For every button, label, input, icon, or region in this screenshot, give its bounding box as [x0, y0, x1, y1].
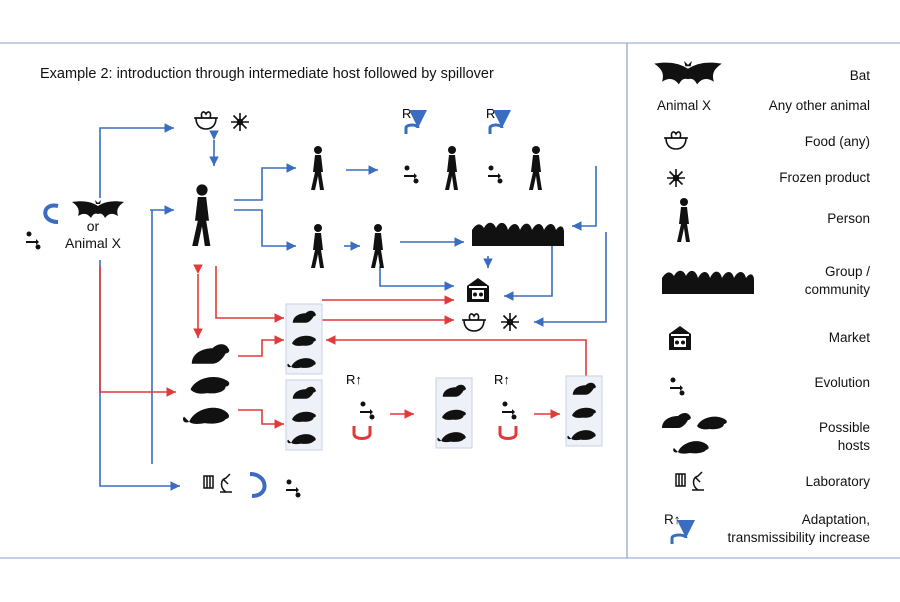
legend-food-icon: [663, 131, 689, 150]
laboratory-icon: [203, 473, 233, 493]
person-icon: [311, 224, 324, 268]
evolution-icon: [404, 165, 419, 184]
legend-person-label: Person: [827, 211, 870, 226]
host-animal-icon: [191, 344, 230, 364]
legend-person-icon: [677, 198, 690, 242]
adaptation-group-3: R↑: [346, 372, 375, 440]
legend-group-line2: community: [804, 282, 870, 297]
legend-bat-label: Bat: [849, 68, 870, 83]
person-icon: [192, 184, 211, 247]
evolution-icon: [488, 165, 503, 184]
legend-hosts-line2: hosts: [837, 438, 870, 453]
legend-group-icon: [662, 270, 754, 294]
arrow-source-to-food: [99, 123, 174, 198]
source-bat-icon: [72, 200, 124, 218]
adaptation-group-4: R↑: [494, 372, 518, 440]
person-icon: [445, 146, 458, 190]
legend-laboratory-icon: [675, 471, 705, 491]
adaptation-arrow-icon: [498, 424, 518, 440]
arrow-source-to-lab: [99, 260, 180, 491]
arrow-right-to-group: [572, 166, 597, 231]
source-or: or: [86, 218, 100, 234]
legend-market-icon: [669, 326, 691, 350]
arrow-source-red-to-hosts: [99, 266, 176, 397]
host-animal-icon: [190, 377, 230, 394]
person-icon: [311, 146, 324, 190]
group-icon: [472, 222, 564, 246]
arrow-right-to-food: [534, 232, 607, 327]
legend-market-label: Market: [828, 330, 870, 345]
arrow-right-to-market: [504, 244, 553, 301]
adaptation-label: R↑: [402, 106, 418, 121]
legend-adaptation-label: Adaptation, transmissibility increase: [727, 511, 870, 547]
person-icon: [529, 146, 542, 190]
person-icon: [371, 224, 384, 268]
legend-frozen-label: Frozen product: [779, 170, 870, 185]
legend-animal-x-label: Animal X: [657, 98, 712, 113]
adaptation-group-2: R↑: [486, 106, 542, 190]
hosts-left: [182, 344, 230, 424]
source-animal-x: Animal X: [64, 235, 122, 251]
market-icon: [467, 278, 489, 302]
frozen-icon: [230, 112, 250, 132]
arrow-person2-to-market: [379, 266, 454, 291]
source-label: or Animal X: [63, 218, 123, 252]
food-icon: [193, 111, 219, 130]
arrow-hosts-to-group1: [238, 335, 284, 357]
host-animal-icon: [182, 407, 230, 424]
arrow-person-to-hosts2: [215, 266, 284, 323]
food-icon: [461, 313, 487, 332]
legend-bat-icon: [654, 61, 722, 85]
legend-hosts-icon: [662, 413, 727, 454]
legend-hosts-line1: Possible: [818, 420, 870, 435]
legend-adapt-symbol: R↑: [664, 512, 681, 527]
diagram-title: Example 2: introduction through intermed…: [40, 66, 494, 82]
adaptation-label: R↑: [494, 372, 510, 387]
legend-any-animal-label: Any other animal: [768, 98, 870, 113]
legend-evolution-label: Evolution: [814, 375, 870, 390]
legend-evolution-icon: [670, 377, 685, 396]
legend-group-line1: Group /: [824, 264, 870, 279]
legend-food-label: Food (any): [804, 134, 870, 149]
source-evolution-icon: [26, 231, 41, 250]
adaptation-label: R↑: [346, 372, 362, 387]
arrow-person-to-person-bottom: [234, 209, 296, 251]
legend-frozen-icon: [666, 168, 686, 188]
adaptation-arrow-icon: [488, 109, 511, 134]
arrow-person-to-person-top: [234, 163, 296, 201]
source-adaptation-arrow-icon: [43, 203, 59, 224]
adaptation-group-1: R↑: [402, 106, 458, 190]
legend-hosts-label: Possible hosts: [819, 419, 870, 455]
legend-adaptation-arrow-icon: [670, 519, 695, 544]
legend-adapt-line2: transmissibility increase: [727, 530, 870, 545]
legend-adapt-line1: Adaptation,: [801, 512, 870, 527]
adaptation-arrow-icon: [404, 109, 427, 134]
legend-laboratory-label: Laboratory: [805, 474, 870, 489]
adaptation-arrow-icon: [352, 424, 372, 440]
frozen-icon: [500, 312, 520, 332]
arrow-hosts-to-group2: [238, 409, 284, 429]
lab-evolution-icon: [286, 479, 301, 498]
lab-adaptation-arrow-icon: [249, 472, 267, 498]
legend-group-label: Group / community: [805, 263, 870, 299]
evolution-icon: [360, 401, 375, 420]
arrow-hostgroup4-back: [326, 335, 587, 376]
evolution-icon: [502, 401, 517, 420]
adaptation-label: R↑: [486, 106, 502, 121]
